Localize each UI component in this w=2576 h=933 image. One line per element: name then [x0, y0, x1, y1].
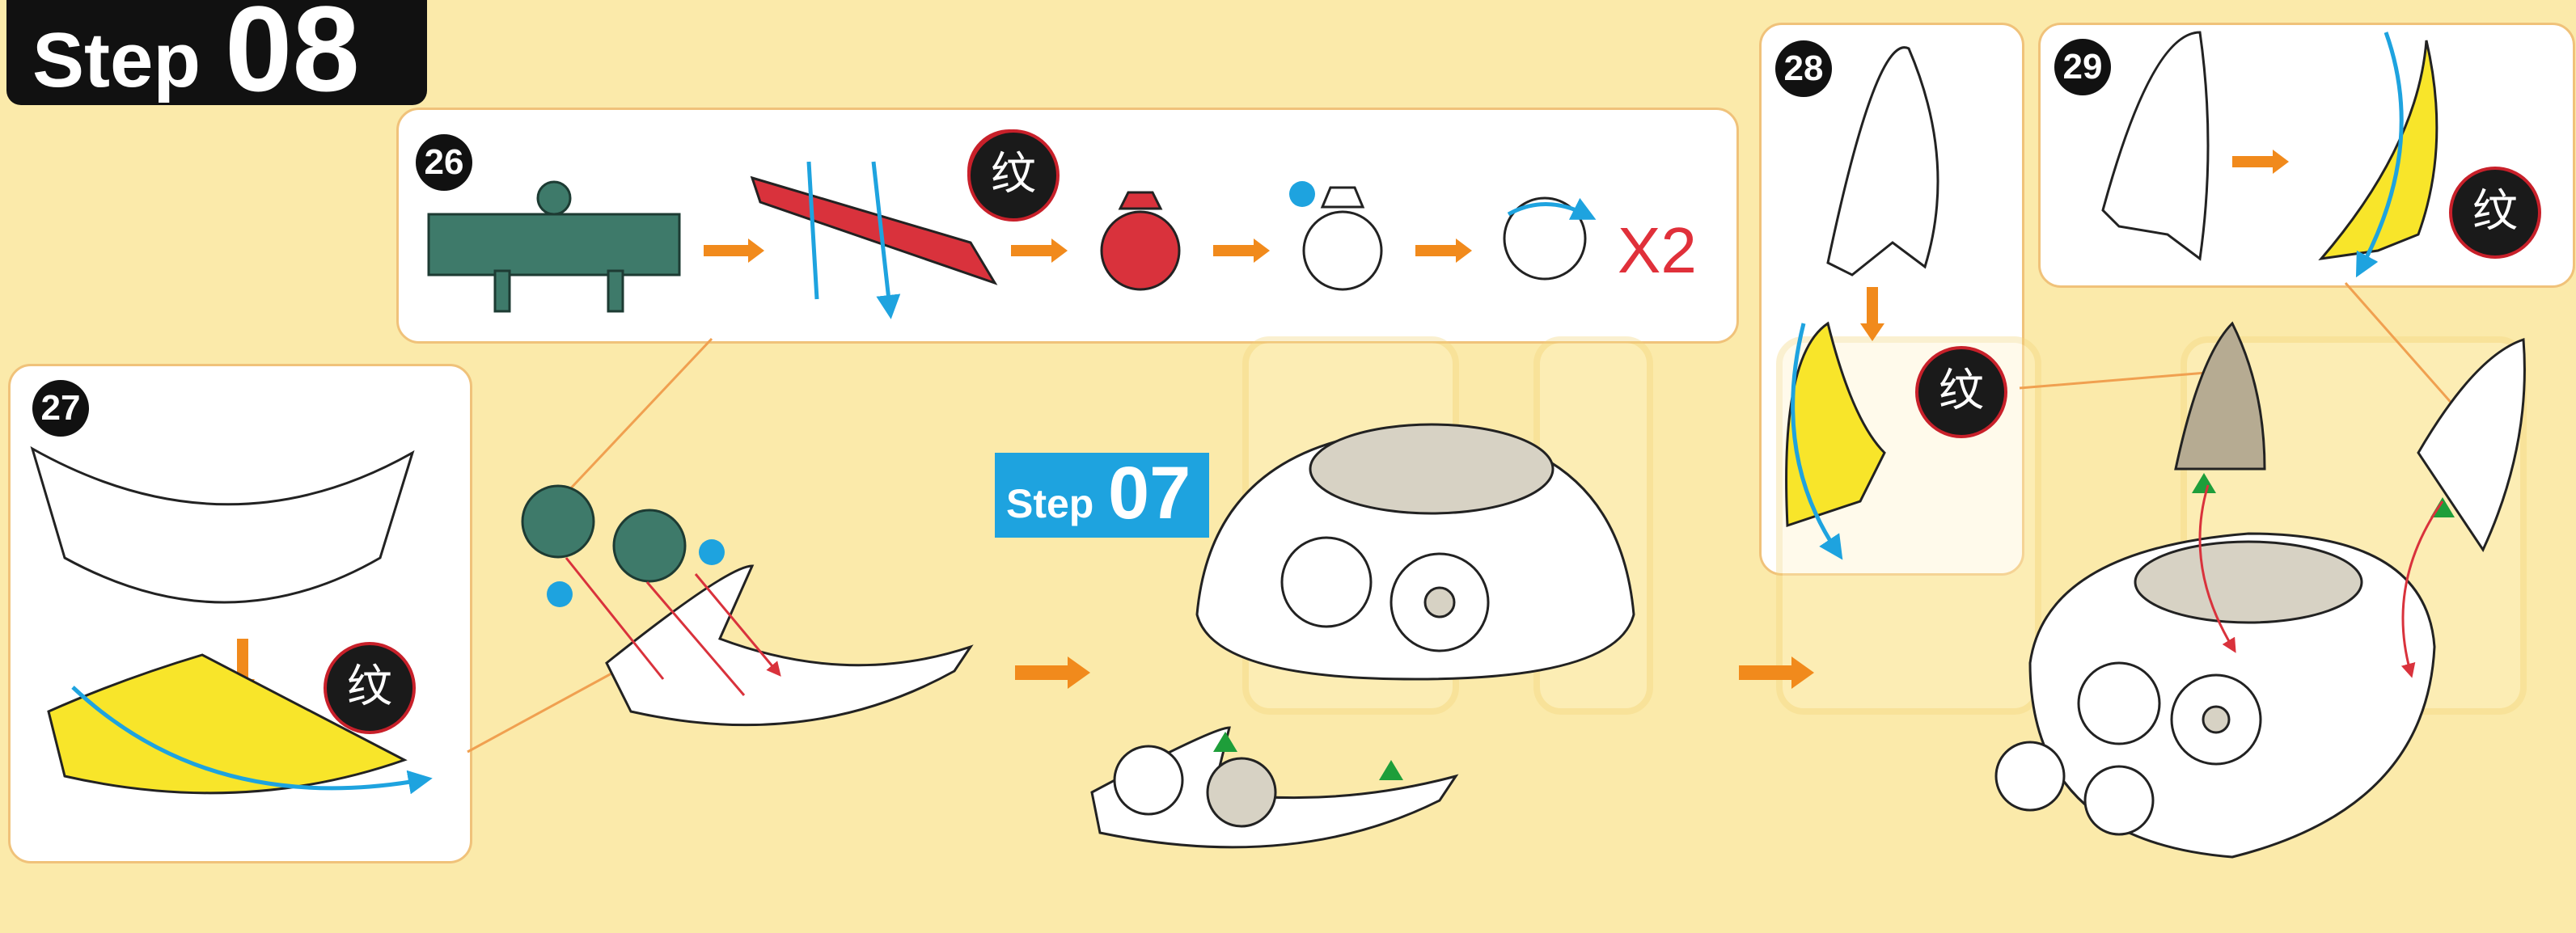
kanji-badge-26: 纹 [967, 129, 1060, 222]
panel-26-red-part [752, 162, 995, 307]
step07-number: 07 [1108, 451, 1191, 536]
step07-ball-1 [1115, 746, 1182, 814]
green-ball-2 [614, 510, 685, 581]
panel-28-number: 28 [1775, 40, 1832, 97]
panel-29-white-ear [2103, 32, 2208, 259]
panel-26-white-ball [1304, 188, 1381, 289]
step07-word: Step [1006, 480, 1093, 527]
kanji-badge-27: 纹 [324, 642, 416, 734]
panel-26-finished-ball [1504, 198, 1585, 279]
step07-ball-2 [1208, 758, 1275, 826]
final-body [1996, 534, 2434, 857]
panel-28-white-ear [1828, 48, 1938, 275]
callout-line-27 [467, 663, 631, 752]
panel-26-red-ball [1102, 192, 1179, 289]
panel-26-number: 26 [416, 134, 472, 191]
panel-26-green-flat-part [429, 182, 679, 311]
blue-dot [1289, 181, 1315, 207]
white-strip-part [607, 566, 971, 725]
step07-reference-label: Step 07 [995, 453, 1209, 538]
panel-27-number: 27 [32, 380, 89, 437]
panel-27-white-part [32, 449, 412, 602]
multiplier-x2: X2 [1618, 213, 1697, 288]
kanji-badge-28: 纹 [1915, 346, 2007, 438]
callout-line-26 [566, 339, 712, 493]
kanji-badge-29: 纹 [2449, 167, 2541, 259]
panel-29-number: 29 [2054, 39, 2111, 95]
green-ball-1 [522, 486, 594, 557]
